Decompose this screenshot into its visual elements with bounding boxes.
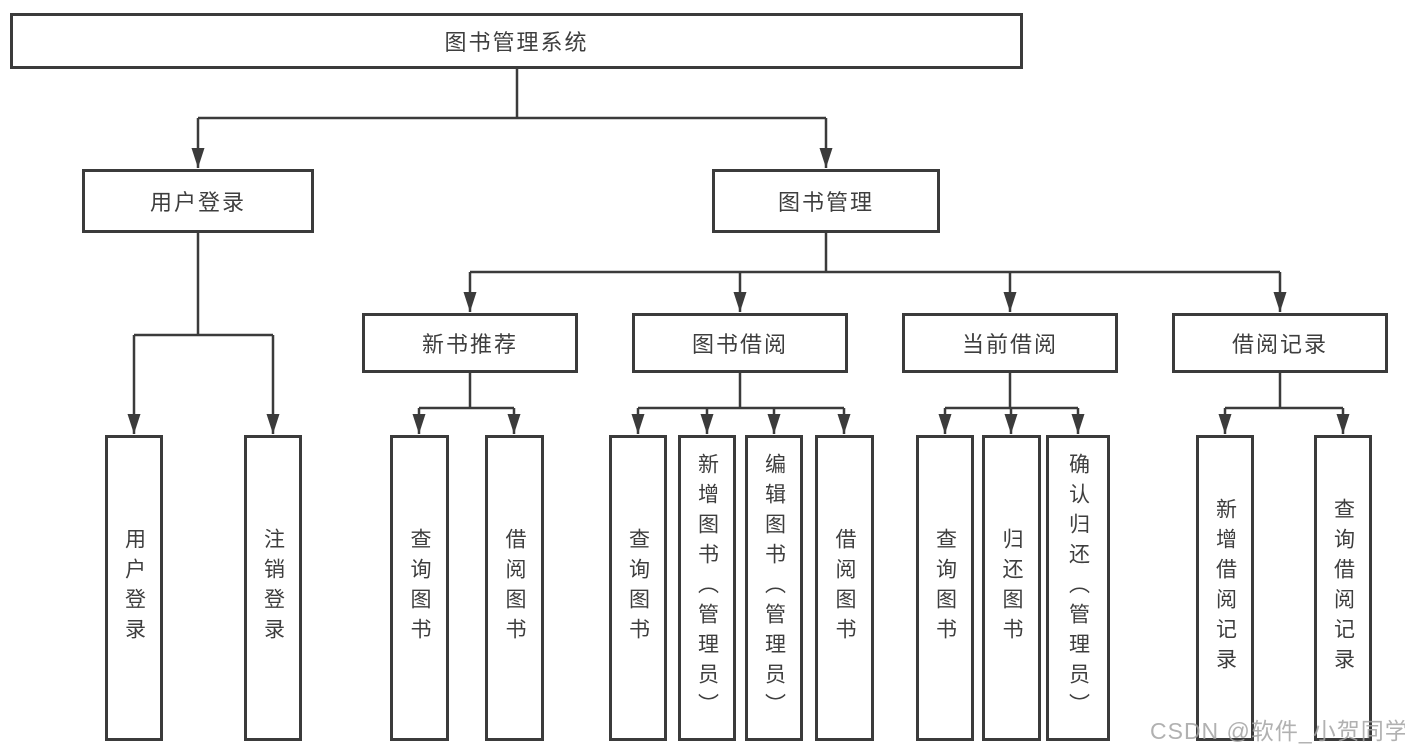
csdn-watermark: CSDN @软件_小贺同学 — [1150, 718, 1405, 744]
leaf-add-borrow-record-label: 新增借阅记录 — [1213, 498, 1237, 678]
node-new-book-recommend: 新书推荐 — [362, 313, 578, 373]
leaf-logout: 注销登录 — [244, 435, 302, 741]
node-new-book-recommend-label: 新书推荐 — [421, 332, 518, 357]
node-borrow-records: 借阅记录 — [1172, 313, 1388, 373]
leaf-confirm-return-admin-label: 确认归还（管理员） — [1066, 453, 1090, 723]
leaf-query-books-borrow-label: 查询图书 — [626, 528, 650, 648]
leaf-borrow-books-recommend-label: 借阅图书 — [503, 528, 527, 648]
node-borrow-records-label: 借阅记录 — [1231, 332, 1328, 357]
connector-user-login-trunk — [134, 233, 273, 337]
connector-book-management-trunk — [470, 233, 1280, 274]
leaf-return-book-label: 归还图书 — [1000, 528, 1024, 648]
leaf-add-book-admin: 新增图书（管理员） — [678, 435, 736, 741]
connector-new-book-trunk — [419, 373, 514, 410]
leaf-query-borrow-record: 查询借阅记录 — [1314, 435, 1372, 741]
node-book-management-label: 图书管理 — [777, 190, 874, 215]
leaf-query-books-recommend-label: 查询图书 — [408, 528, 432, 648]
node-book-borrow-label: 图书借阅 — [691, 332, 788, 357]
leaf-add-book-admin-label: 新增图书（管理员） — [695, 453, 719, 723]
node-book-management: 图书管理 — [712, 169, 940, 233]
node-root-label: 图书管理系统 — [444, 30, 589, 55]
node-current-borrow-label: 当前借阅 — [961, 332, 1058, 357]
node-root-library-system: 图书管理系统 — [10, 13, 1023, 69]
leaf-user-login: 用户登录 — [105, 435, 163, 741]
connector-book-borrow-trunk — [638, 373, 844, 410]
node-user-login: 用户登录 — [82, 169, 314, 233]
leaf-borrow-books-label: 借阅图书 — [833, 528, 857, 648]
leaf-query-books-recommend: 查询图书 — [390, 435, 449, 741]
leaf-confirm-return-admin: 确认归还（管理员） — [1046, 435, 1110, 741]
leaf-query-books-current: 查询图书 — [916, 435, 974, 741]
node-book-borrow: 图书借阅 — [632, 313, 848, 373]
connector-current-borrow-trunk — [945, 373, 1078, 410]
leaf-query-books-current-label: 查询图书 — [933, 528, 957, 648]
connector-root-trunk — [198, 69, 826, 120]
connector-borrow-records-trunk — [1225, 373, 1343, 410]
leaf-query-books-borrow: 查询图书 — [609, 435, 667, 741]
leaf-add-borrow-record: 新增借阅记录 — [1196, 435, 1254, 741]
leaf-query-borrow-record-label: 查询借阅记录 — [1331, 498, 1355, 678]
leaf-borrow-books-recommend: 借阅图书 — [485, 435, 544, 741]
leaf-return-book: 归还图书 — [982, 435, 1041, 741]
node-user-login-label: 用户登录 — [149, 190, 246, 215]
leaf-edit-book-admin-label: 编辑图书（管理员） — [762, 453, 786, 723]
node-current-borrow: 当前借阅 — [902, 313, 1118, 373]
leaf-user-login-label: 用户登录 — [122, 528, 146, 648]
leaf-edit-book-admin: 编辑图书（管理员） — [745, 435, 803, 741]
leaf-borrow-books: 借阅图书 — [815, 435, 874, 741]
leaf-logout-label: 注销登录 — [261, 528, 285, 648]
